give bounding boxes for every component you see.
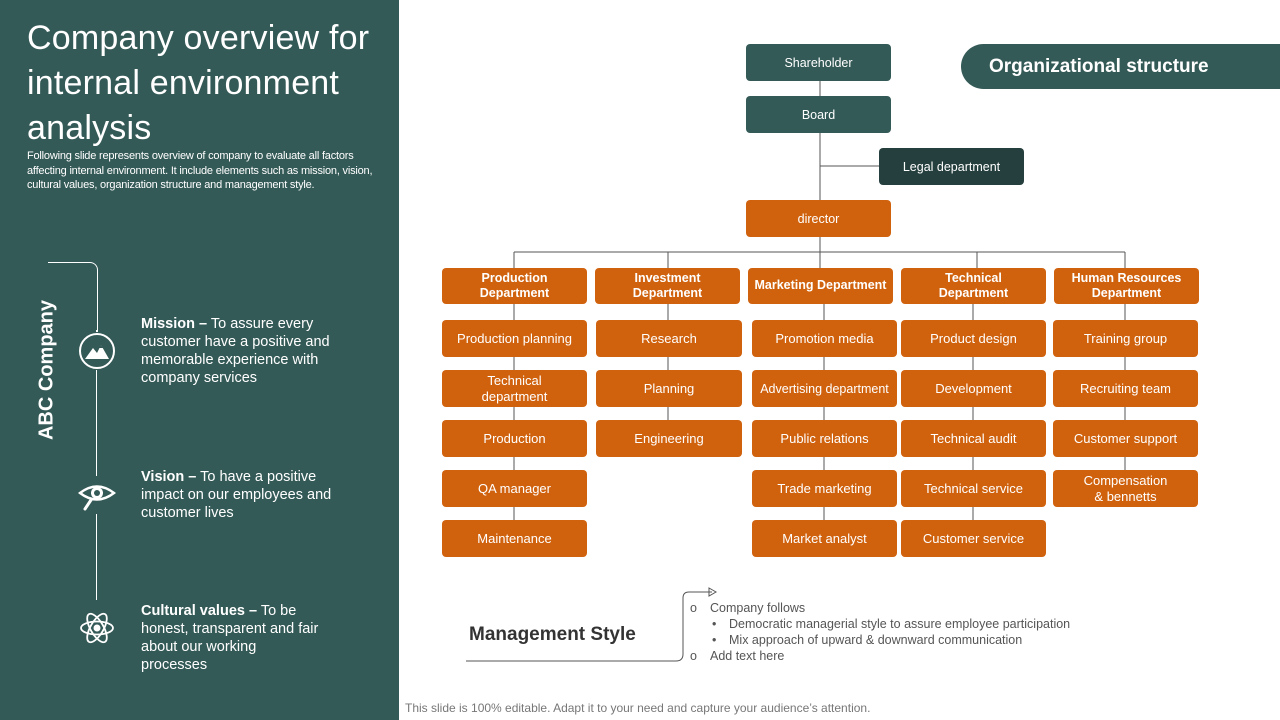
eye-icon [78, 476, 116, 514]
list-bullet: • [712, 617, 717, 631]
org-unit-node: Recruiting team [1053, 370, 1198, 407]
list-item-text: Company follows [710, 601, 806, 615]
mission-text: Mission – To assure every customer have … [141, 315, 361, 387]
org-unit-node: Research [596, 320, 742, 357]
list-item: • Mix approach of upward & downward commu… [690, 632, 1140, 648]
left-panel: Company overview for internal environmen… [0, 0, 399, 720]
department-header: Technical Department [901, 268, 1046, 304]
mountain-icon [78, 332, 116, 370]
cultural-values-body: To be honest, transparent and fair about… [141, 603, 319, 673]
atom-icon [78, 609, 116, 647]
shareholder-node: Shareholder [746, 44, 891, 81]
org-unit-node: Planning [596, 370, 742, 407]
department-header: Marketing Department [748, 268, 893, 304]
org-unit-node: Advertising department [752, 370, 897, 407]
mission-label: Mission – [141, 316, 208, 332]
org-unit-node: Technical audit [901, 420, 1046, 457]
cultural-values-text: Cultural values – To be honest, transpar… [141, 602, 321, 674]
org-unit-node: Promotion media [752, 320, 897, 357]
list-item-text: Add text here [710, 649, 785, 663]
org-unit-node: Engineering [596, 420, 742, 457]
org-unit-node: Production [442, 420, 587, 457]
legal-department-node: Legal department [879, 148, 1024, 185]
page-title: Company overview for internal environmen… [27, 19, 370, 147]
org-unit-node: Technical department [442, 370, 587, 407]
org-unit-node: Trade marketing [752, 470, 897, 507]
department-header: Human Resources Department [1054, 268, 1199, 304]
org-unit-node: QA manager [442, 470, 587, 507]
list-bullet: o [690, 649, 697, 663]
org-unit-node: Product design [901, 320, 1046, 357]
company-bracket [48, 262, 98, 332]
timeline-line [96, 330, 97, 600]
page-description: Following slide represents overview of c… [27, 150, 373, 191]
department-header: Production Department [442, 268, 587, 304]
list-item-text: Democratic managerial style to assure em… [729, 617, 1071, 631]
org-unit-node: Market analyst [752, 520, 897, 557]
org-unit-node: Public relations [752, 420, 897, 457]
mission-body: To assure every customer have a positive… [141, 316, 330, 386]
list-item-text: Mix approach of upward & downward commun… [729, 633, 1023, 647]
footer-note: This slide is 100% editable. Adapt it to… [405, 701, 871, 715]
org-structure-badge: Organizational structure [961, 44, 1280, 89]
department-header: Investment Department [595, 268, 740, 304]
director-node: director [746, 200, 891, 237]
vision-body: To have a positive impact on our employe… [141, 469, 332, 521]
vision-label: Vision – [141, 469, 197, 485]
org-unit-node: Production planning [442, 320, 587, 357]
org-unit-node: Technical service [901, 470, 1046, 507]
org-unit-node: Maintenance [442, 520, 587, 557]
list-item: o Company follows [690, 600, 1140, 616]
list-bullet: • [712, 633, 717, 647]
list-item: o Add text here [690, 648, 1140, 664]
org-unit-node: Customer service [901, 520, 1046, 557]
org-unit-node: Development [901, 370, 1046, 407]
org-unit-node: Training group [1053, 320, 1198, 357]
vision-text: Vision – To have a positive impact on ou… [141, 468, 361, 522]
org-unit-node: Compensation & bennetts [1053, 470, 1198, 507]
cultural-values-label: Cultural values – [141, 603, 258, 619]
management-style-title: Management Style [469, 624, 636, 645]
org-unit-node: Customer support [1053, 420, 1198, 457]
list-bullet: o [690, 601, 697, 615]
board-node: Board [746, 96, 891, 133]
management-style-list: o Company follows • Democratic managerial … [690, 600, 1140, 664]
list-item: • Democratic managerial style to assure e… [690, 616, 1140, 632]
